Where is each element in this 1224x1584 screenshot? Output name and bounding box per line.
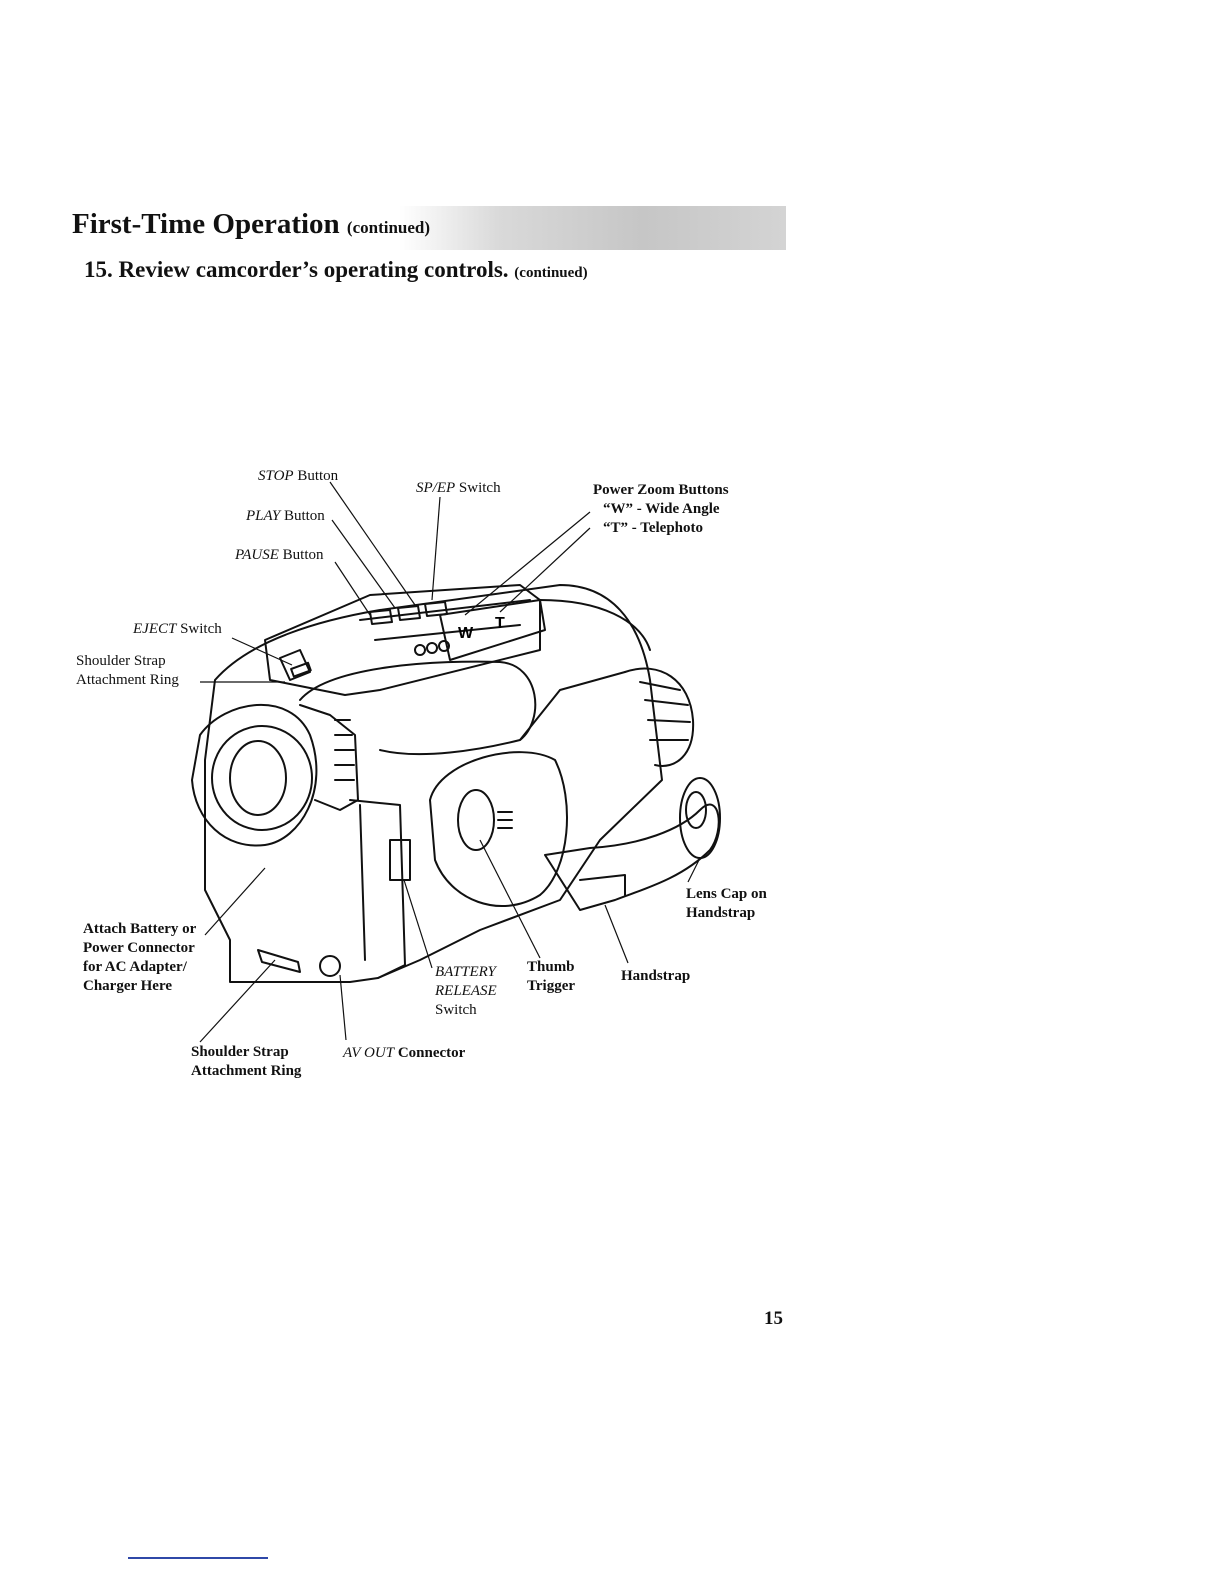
thumb-trigger-shape (457, 789, 495, 851)
leader-zoom-t (499, 527, 591, 613)
callout-av-out: AV OUT Connector (343, 1045, 466, 1061)
lens-glass (211, 725, 313, 831)
grip-curve (429, 751, 568, 907)
zoom-t-label: T (495, 615, 505, 632)
title-suffix: (continued) (346, 218, 431, 237)
leader-spep (431, 496, 441, 601)
callout-stop-button: STOP Button (258, 468, 339, 484)
callout-eject-switch: EJECT Switch (133, 621, 222, 637)
footer-rule (128, 1557, 268, 1559)
camcorder-body-outline (204, 584, 663, 983)
av-out-jack (319, 955, 341, 977)
lens-hood-outer (191, 703, 318, 847)
callout-shoulder-strap-top: Shoulder Strap Attachment Ring (76, 653, 179, 688)
camcorder-top-panel (264, 584, 541, 696)
leader-battery-attach (204, 867, 266, 936)
top-strap-ring (279, 649, 311, 681)
step-heading: 15. Review camcorder’s operating control… (84, 257, 588, 283)
callout-spep-switch: SP/EP Switch (416, 480, 501, 496)
bottom-strap-ring (257, 949, 301, 973)
callout-handstrap: Handstrap (621, 968, 691, 984)
leader-strap-bottom (199, 959, 276, 1043)
page-title: First-Time Operation (continued) (72, 208, 430, 241)
leader-stop (329, 481, 416, 606)
handstrap-shape (544, 803, 720, 911)
callout-pause-button: PAUSE Button (235, 547, 324, 563)
step-suffix: (continued) (514, 265, 588, 281)
callout-battery-attach: Attach Battery or Power Connector for AC… (83, 921, 197, 994)
leader-thumb (479, 839, 541, 959)
battery-release-slot (389, 839, 411, 881)
callout-power-zoom: Power Zoom Buttons “W” - Wide Angle “T” … (593, 482, 729, 536)
rear-eyecup (624, 667, 695, 767)
leader-lines (199, 481, 701, 1043)
leader-avout (339, 974, 347, 1041)
body-side-panel (349, 799, 406, 979)
step-text: 15. Review camcorder’s operating control… (84, 257, 509, 282)
rear-housing (539, 599, 651, 651)
leader-play (331, 519, 396, 609)
leader-handstrap (604, 904, 629, 964)
callout-lens-cap: Lens Cap on Handstrap (686, 886, 767, 921)
leader-battery-release (403, 879, 433, 969)
leader-lenscap (687, 857, 701, 883)
callout-thumb-trigger: Thumb Trigger (527, 959, 576, 994)
eyepiece-ring (299, 704, 359, 811)
leader-pause (334, 561, 371, 616)
title-text: First-Time Operation (72, 208, 340, 240)
leader-zoom-w (464, 511, 591, 616)
callout-battery-release: BATTERY RELEASE Switch (435, 964, 497, 1018)
header-band (70, 206, 786, 250)
callout-play-button: PLAY Button (246, 508, 325, 524)
zoom-w-label: W (458, 625, 474, 642)
viewfinder-barrel (299, 660, 537, 756)
callout-shoulder-strap-bottom: Shoulder Strap Attachment Ring (191, 1044, 302, 1079)
page-number: 15 (764, 1308, 783, 1329)
leader-eject (231, 637, 293, 666)
